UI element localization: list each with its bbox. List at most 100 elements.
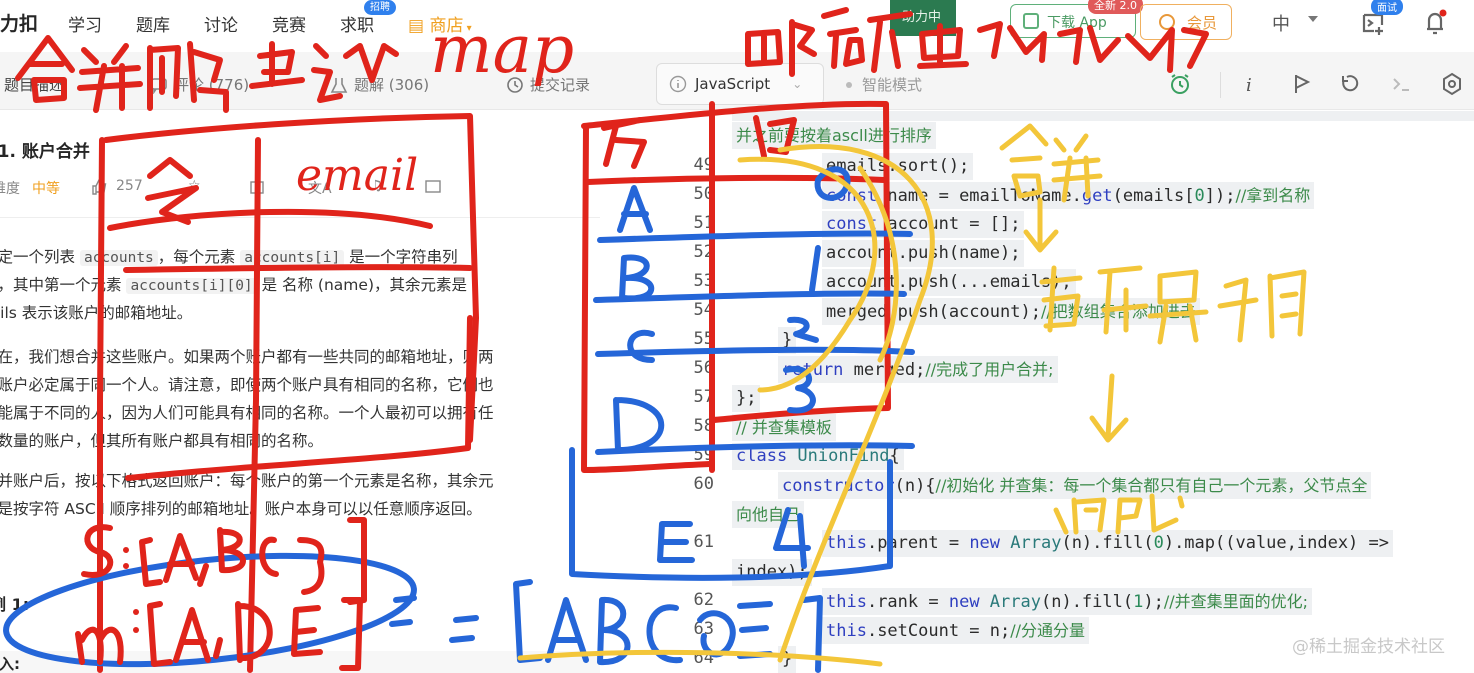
svg-text:i: i (1246, 75, 1252, 96)
code-line[interactable]: } (778, 327, 797, 354)
nav-item-contest[interactable]: 竞赛 (272, 16, 306, 36)
code-line[interactable]: const account = []; (822, 211, 1025, 238)
jobs-badge: 招聘 (364, 0, 396, 15)
info-italic-icon[interactable]: i (1238, 72, 1262, 96)
nav-item-store[interactable]: ▤ 商店 ▾ (408, 16, 472, 36)
flask-icon (330, 77, 348, 93)
tab-comments[interactable]: 评论 (776) (150, 74, 249, 95)
code-line[interactable]: this.rank = new Array(n).fill(1);//并查集里面… (822, 588, 1313, 615)
code-line[interactable]: } (778, 646, 797, 673)
chevron-down-icon: ⌄ (792, 77, 803, 91)
code-line[interactable]: emails.sort(); (822, 153, 974, 180)
code-line[interactable]: account.push(name); (822, 240, 1025, 267)
nav-item-learn[interactable]: 学习 (68, 16, 102, 36)
flag-icon[interactable] (1290, 72, 1314, 96)
code-line[interactable]: constructor(n){//初始化 并查集：每一个集合都只有自己一个元素，… (778, 472, 1372, 499)
scrolled-line-fragment (732, 111, 1474, 121)
app-new-badge: 全新 2.0 (1088, 0, 1143, 14)
code-line[interactable]: this.setCount = n;//分通分量 (822, 617, 1090, 644)
console-icon[interactable] (1390, 72, 1414, 96)
line-number: 59 (693, 445, 714, 465)
chevron-down-icon: ▾ (463, 23, 472, 34)
reset-icon[interactable] (1338, 72, 1362, 96)
line-number: 64 (693, 648, 714, 668)
code-line[interactable]: 向他自己 (732, 501, 805, 528)
nav-item-discuss[interactable]: 讨论 (204, 16, 238, 36)
desc-line-8: 合并账户后，按以下格式返回账户：每个账户的第一个元素是名称，其余元 (0, 472, 494, 490)
example-heading: 示例 1: (0, 595, 30, 614)
vip-button[interactable]: 会员 (1140, 4, 1232, 40)
tab-description[interactable]: 题目描述 (4, 76, 65, 94)
toolbar-divider (1220, 72, 1221, 98)
example-input-label: 输入: (0, 651, 600, 673)
settings-icon[interactable] (1440, 72, 1464, 96)
site-logo[interactable]: 力扣 (0, 13, 39, 35)
problem-title: 721. 账户合并 (0, 142, 90, 162)
event-button[interactable]: 助力中 (890, 0, 956, 36)
line-number: 55 (693, 329, 714, 349)
tab-solutions[interactable]: 题解 (306) (330, 74, 429, 95)
code-comment-wrap: 并之前要按着ascll进行排序 (732, 122, 936, 149)
share-icon[interactable] (248, 178, 266, 196)
tab-submissions[interactable]: 提交记录 (506, 74, 590, 95)
difficulty-label: 难度 (0, 181, 20, 197)
code-line[interactable]: this.parent = new Array(n).fill(0).map((… (822, 530, 1393, 557)
line-number: 61 (693, 532, 714, 552)
code-editor[interactable]: 并之前要按着ascll进行排序 49 emails.sort(); 50 const … (600, 111, 1474, 673)
code-line[interactable]: class UnionFind{ (732, 443, 904, 470)
star-icon[interactable]: ☆ (188, 178, 201, 194)
code-line[interactable]: index); (732, 559, 812, 586)
line-number: 57 (693, 387, 714, 407)
desc-line-2: 表，其中第一个元素 accounts[i][0] 是 名称 (name)，其余元… (0, 276, 467, 294)
nav-item-jobs[interactable]: 求职 (340, 16, 374, 36)
likes-count: 257 (116, 178, 143, 194)
problem-description-panel: 721. 账户合并 难度 中等 257 ☆ 文A ♫ 给定一个列表 accoun… (0, 111, 600, 673)
desc-line-1: 给定一个列表 accounts，每个元素 accounts[i] 是一个字符串列 (0, 248, 458, 266)
interview-icon[interactable] (1360, 10, 1386, 36)
watermark: @稀土掘金技术社区 (1292, 637, 1445, 657)
bell-outline-icon[interactable]: ♫ (370, 178, 383, 194)
history-icon (507, 76, 523, 93)
line-number: 62 (693, 590, 714, 610)
bell-icon[interactable] (1422, 8, 1448, 36)
nav-item-problems[interactable]: 题库 (136, 16, 170, 36)
comment-icon (151, 77, 167, 94)
feedback-icon[interactable] (424, 178, 442, 196)
line-number: 51 (693, 213, 714, 233)
line-number: 56 (693, 358, 714, 378)
line-number: 52 (693, 242, 714, 262)
translate-icon[interactable]: 文A (308, 181, 332, 197)
line-number: 53 (693, 271, 714, 291)
line-number: 50 (693, 184, 714, 204)
code-line[interactable]: const name = emailToName.get(emails[0]);… (822, 182, 1315, 209)
code-line[interactable]: merged.push(account);//把数组集合添加进去 (822, 298, 1200, 325)
language-select[interactable]: JavaScript ⌄ (656, 63, 824, 105)
smart-mode-dot-icon (846, 81, 852, 88)
timer-icon[interactable] (1168, 72, 1192, 96)
desc-line-4: 现在，我们想合并这些账户。如果两个账户都有一些共同的邮箱地址，则两 (0, 348, 494, 366)
top-nav: 力扣 学习 题库 讨论 竞赛 求职 招聘 ▤ 商店 ▾ 助力中 下载 App 全… (0, 0, 1474, 50)
desc-line-3: emails 表示该账户的邮箱地址。 (0, 304, 193, 322)
code-line[interactable]: account.push(...emails); (822, 269, 1076, 296)
code-line[interactable]: // 并查集模板 (732, 414, 836, 441)
line-number: 58 (693, 416, 714, 436)
divider (0, 217, 600, 218)
language-caret-icon[interactable] (1308, 16, 1318, 22)
app-icon (1023, 13, 1039, 29)
line-number: 63 (693, 619, 714, 639)
interview-badge: 面试 (1371, 0, 1403, 15)
smart-mode-toggle[interactable]: 智能模式 (846, 74, 922, 95)
line-number: 49 (693, 155, 714, 175)
vip-icon (1159, 14, 1175, 30)
desc-line-9: 素是按字符 ASCII 顺序排列的邮箱地址。账户本身可以以任意顺序返回。 (0, 500, 482, 518)
code-line[interactable]: }; (732, 385, 761, 412)
desc-line-6: 可能属于不同的人，因为人们可能具有相同的名称。一个人最初可以拥有任 (0, 404, 494, 422)
info-icon (669, 75, 687, 93)
language-switch[interactable]: 中 (1272, 14, 1290, 35)
desc-line-7: 意数量的账户，但其所有账户都具有相同的名称。 (0, 432, 324, 450)
desc-line-5: 个账户必定属于同一个人。请注意，即使两个账户具有相同的名称，它们也 (0, 376, 494, 394)
thumbs-up-icon[interactable] (90, 178, 108, 196)
line-number: 54 (693, 300, 714, 320)
code-line[interactable]: return merged;//完成了用户合并; (778, 356, 1058, 383)
store-icon: ▤ (408, 16, 430, 36)
